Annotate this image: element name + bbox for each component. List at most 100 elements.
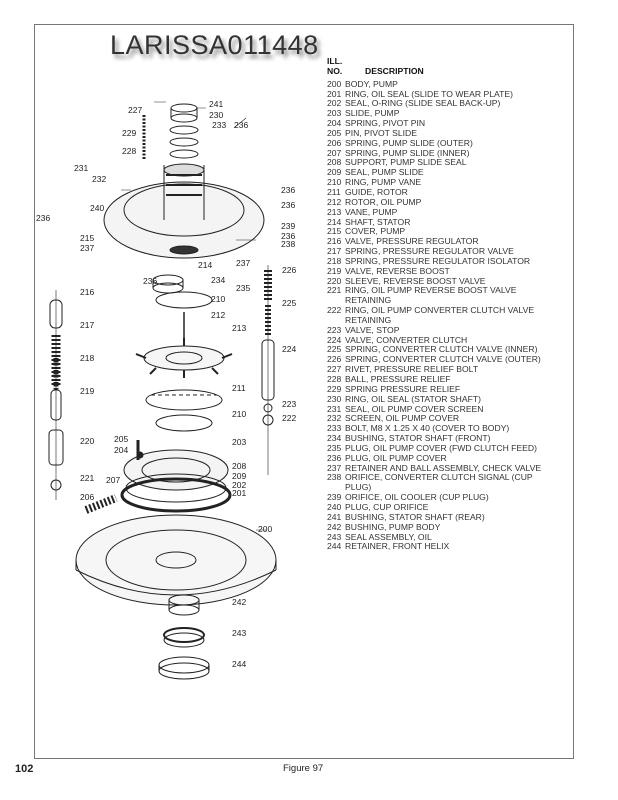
callout-200: 200 [258,524,273,534]
legend-item-description: SLEEVE, REVERSE BOOST VALVE [345,275,486,286]
callout-210: 210 [211,294,226,304]
legend-item-number: 224 [327,334,342,345]
callout-244: 244 [232,659,247,669]
legend-item-number: 206 [327,137,342,148]
legend-item-description: SEAL, PUMP SLIDE [345,167,424,178]
callout-217: 217 [80,320,95,330]
legend-item-number: 238 [327,472,342,483]
callout-225: 225 [282,298,297,308]
legend-item-number: 235 [327,442,342,453]
legend-item-description: PIN, PIVOT SLIDE [345,127,417,138]
legend-item-description: PLUG, OIL PUMP COVER [345,452,447,463]
legend-item-number: 232 [327,413,342,424]
legend-item-description: SPRING PRESSURE RELIEF [345,383,461,394]
callout-236: 236 [36,213,51,223]
callout-240: 240 [90,203,105,213]
callout-229: 229 [122,128,137,138]
legend-item-number: 213 [327,206,342,217]
legend-item-description: BUSHING, STATOR SHAFT (FRONT) [345,433,491,444]
legend-item-description: SPRING, PRESSURE REGULATOR ISOLATOR [345,255,531,266]
legend-item-description: VALVE, REVERSE BOOST [345,265,450,276]
legend-item-number: 226 [327,354,342,365]
legend-item-description: BUSHING, PUMP BODY [345,521,441,532]
page-number: 102 [15,763,34,775]
callout-204: 204 [114,445,129,455]
legend-header-ill: ILL. [327,56,343,66]
legend-item-description: BUSHING, STATOR SHAFT (REAR) [345,511,485,522]
callout-202: 202 [232,480,247,490]
legend-item-number: 218 [327,255,342,266]
legend-item-number: 242 [327,521,342,532]
legend-item-description: ORIFICE, OIL COOLER (CUP PLUG) [345,492,489,503]
legend-item-description: ORIFICE, CONVERTER CLUTCH SIGNAL (CUP PL… [345,472,533,493]
legend-item-number: 234 [327,433,342,444]
legend-item-description: RING, OIL PUMP CONVERTER CLUTCH VALVE RE… [345,305,535,325]
callout-206: 206 [80,492,95,502]
legend-item-description: VALVE, CONVERTER CLUTCH [345,334,468,345]
callout-213: 213 [232,323,247,333]
callout-238: 238 [281,239,296,249]
callout-233: 233 [212,120,227,130]
legend-item-description: GUIDE, ROTOR [345,186,408,197]
legend-item-description: SUPPORT, PUMP SLIDE SEAL [345,157,467,168]
legend-item-number: 237 [327,462,342,473]
legend-item-number: 203 [327,108,342,119]
legend-item-number: 202 [327,98,342,109]
legend-item-number: 212 [327,196,342,207]
legend-header-no: NO. [327,65,343,76]
callout-211: 211 [232,383,246,393]
callout-234: 234 [211,275,226,285]
figure-caption: Figure 97 [283,763,324,774]
callout-228: 228 [122,146,137,156]
legend-item-number: 225 [327,344,342,355]
legend-item-number: 240 [327,501,342,512]
legend-item-description: RETAINER, FRONT HELIX [345,541,450,552]
callout-243: 243 [232,628,247,638]
callout-220: 220 [80,436,95,446]
legend-item-number: 231 [327,403,342,414]
legend-item-number: 216 [327,236,342,247]
callout-215: 215 [80,233,95,243]
legend-item-description: RING, OIL SEAL (SLIDE TO WEAR PLATE) [345,88,513,99]
callout-205: 205 [114,434,129,444]
legend-item-number: 209 [327,167,342,178]
legend-item-number: 230 [327,393,342,404]
legend-item-description: PLUG, OIL PUMP COVER (FWD CLUTCH FEED) [345,442,537,453]
legend-item-description: SPRING, PRESSURE REGULATOR VALVE [345,246,514,257]
legend-item-number: 244 [327,541,342,552]
legend-item-number: 211 [327,186,341,197]
legend-item-description: SPRING, PUMP SLIDE (OUTER) [345,137,473,148]
pump-drawing [48,101,277,680]
callout-236: 236 [234,120,249,130]
watermark: LARISSA011448 [110,30,319,60]
legend-item-number: 229 [327,383,342,394]
legend-item-number: 215 [327,226,342,237]
legend-item-number: 204 [327,118,342,129]
callout-231: 231 [74,163,89,173]
legend-item-description: BALL, PRESSURE RELIEF [345,374,451,384]
callout-236: 236 [281,231,296,241]
callout-214: 214 [198,260,213,270]
